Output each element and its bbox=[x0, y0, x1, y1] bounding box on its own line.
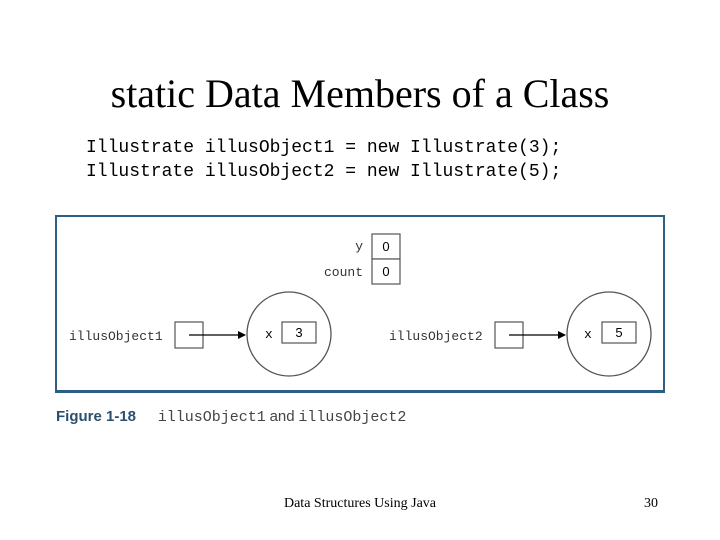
caption-joiner: and bbox=[269, 408, 295, 425]
memory-diagram-svg: y 0 count 0 illusObject1 x 3 illusObject… bbox=[69, 233, 652, 377]
slide-footer: Data Structures Using Java bbox=[283, 496, 437, 511]
ref2-label: illusObject2 bbox=[389, 329, 483, 344]
memory-diagram: y 0 count 0 illusObject1 x 3 illusObject… bbox=[55, 215, 665, 393]
object1-field: x bbox=[265, 327, 273, 342]
caption-name-1: illusObject1 bbox=[157, 409, 266, 426]
figure-caption: Figure 1-18 illusObject1 and illusObject… bbox=[56, 407, 406, 428]
object2-value-cell bbox=[601, 321, 637, 344]
object2-value: 5 bbox=[615, 325, 622, 340]
static-y-value: 0 bbox=[382, 239, 389, 254]
object1-value-cell bbox=[281, 321, 317, 344]
figure-number: Figure 1-18 bbox=[56, 408, 137, 425]
code-line-2: Illustrate illusObject2 = new Illustrate… bbox=[86, 162, 562, 182]
static-count-label: count bbox=[324, 265, 363, 280]
object2-field: x bbox=[584, 327, 592, 342]
ref1-label: illusObject1 bbox=[69, 329, 163, 344]
static-count-cell bbox=[371, 258, 401, 285]
caption-name-2: illusObject2 bbox=[298, 409, 407, 426]
page-number: 30 bbox=[644, 496, 658, 511]
code-line-1: Illustrate illusObject1 = new Illustrate… bbox=[86, 138, 562, 158]
object1-value: 3 bbox=[295, 325, 302, 340]
static-y-label: y bbox=[355, 239, 363, 254]
slide-title: static Data Members of a Class bbox=[110, 71, 610, 116]
static-count-value: 0 bbox=[382, 264, 389, 279]
